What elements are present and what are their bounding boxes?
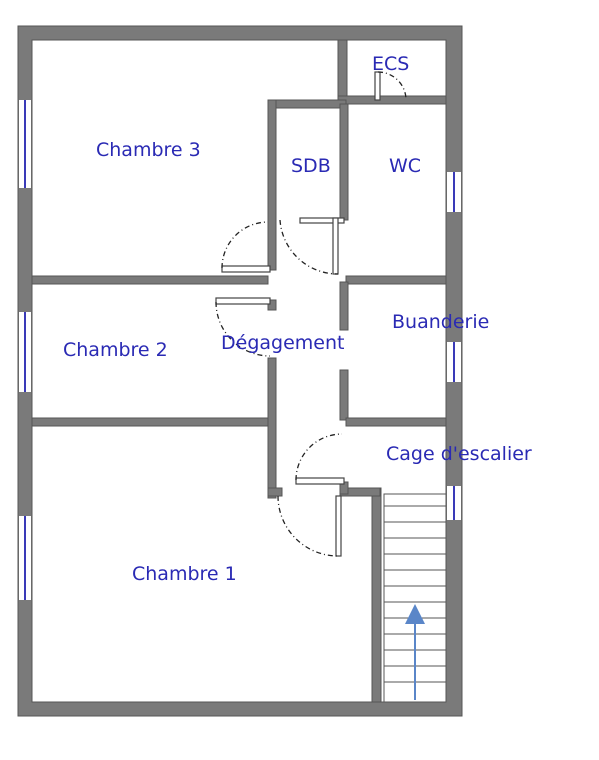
room-label-buanderie: Buanderie bbox=[392, 311, 489, 333]
room-label-chambre-2: Chambre 2 bbox=[63, 339, 168, 361]
windows bbox=[19, 100, 461, 600]
room-label-chambre-3: Chambre 3 bbox=[96, 139, 201, 161]
room-label-chambre-1: Chambre 1 bbox=[132, 563, 237, 585]
staircase bbox=[383, 493, 447, 703]
room-labels: ECS Chambre 3 SDB WC Buanderie Chambre 2… bbox=[63, 53, 532, 585]
room-label-wc: WC bbox=[389, 155, 421, 177]
room-label-cage-escalier: Cage d'escalier bbox=[386, 443, 532, 465]
room-label-sdb: SDB bbox=[291, 155, 331, 177]
interior-walls bbox=[31, 39, 447, 703]
arrow-up-icon bbox=[405, 604, 425, 624]
doors bbox=[215, 71, 407, 557]
room-label-ecs: ECS bbox=[372, 53, 409, 75]
room-label-degagement: Dégagement bbox=[221, 332, 344, 354]
